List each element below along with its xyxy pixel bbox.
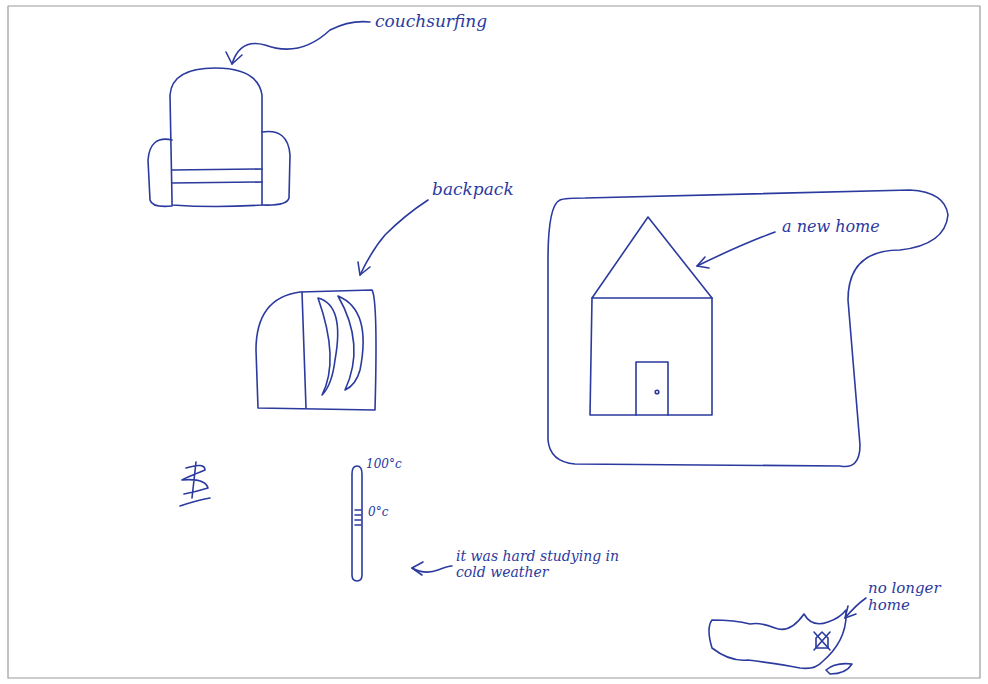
scale-zero-label: 0°c <box>368 506 428 520</box>
thermometer-drawing <box>352 466 362 581</box>
arrow-head <box>845 606 856 618</box>
arrow-head <box>358 262 370 275</box>
leader-line <box>697 232 775 266</box>
arrow-head <box>226 52 242 64</box>
backpack-drawing <box>256 290 376 410</box>
leader-line <box>360 200 428 275</box>
leader-line <box>412 566 452 572</box>
old-home-label: no longer home <box>868 580 958 615</box>
scale-top-label: 100°c <box>366 458 446 472</box>
frame <box>8 6 980 678</box>
note-text: it was hard studying in cold weather <box>456 548 641 580</box>
home-label: a new home <box>782 218 932 236</box>
house-drawing <box>590 217 712 415</box>
arrow-head <box>697 257 709 268</box>
arrow-head <box>412 562 423 575</box>
scribble <box>180 462 210 506</box>
leader-line <box>845 598 866 618</box>
region-outline <box>548 190 948 467</box>
leader-line <box>232 22 370 64</box>
country-drawing <box>709 610 852 674</box>
backpack-label: backpack <box>432 180 592 200</box>
couch-label: couchsurfing <box>375 12 575 32</box>
couch-drawing <box>148 68 290 207</box>
